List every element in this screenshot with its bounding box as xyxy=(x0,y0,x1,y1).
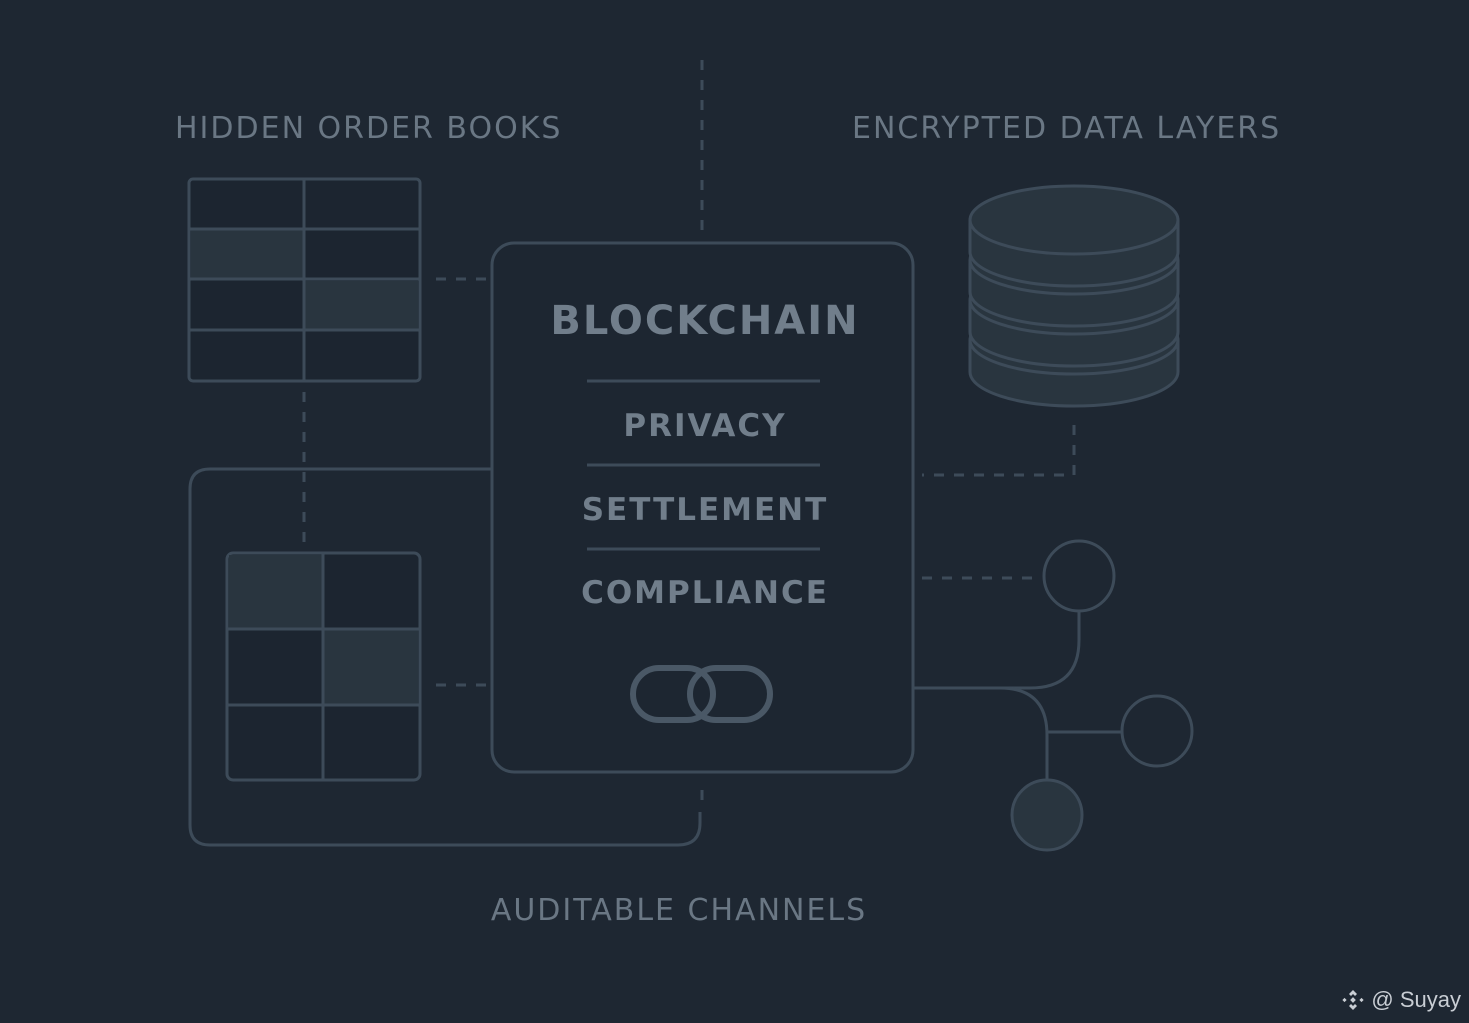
compliance-label: COMPLIANCE xyxy=(581,575,829,611)
privacy-label: PRIVACY xyxy=(623,408,786,444)
auditable-channels-label: AUDITABLE CHANNELS xyxy=(491,893,867,928)
chain-link-icon xyxy=(630,665,773,723)
hidden-order-book-table-2 xyxy=(225,551,422,782)
binance-logo-icon xyxy=(1342,990,1365,1010)
watermark-text: @ Suyay xyxy=(1371,987,1461,1012)
database-icon xyxy=(968,184,1180,408)
network-nodes xyxy=(913,539,1194,852)
watermark: @ Suyay xyxy=(1341,987,1461,1013)
auditable-channel-path xyxy=(188,467,702,847)
settlement-label: SETTLEMENT xyxy=(582,492,829,528)
encrypted-data-layers-label: ENCRYPTED DATA LAYERS xyxy=(852,111,1281,146)
node-circle xyxy=(1042,539,1116,613)
hidden-order-books-label: HIDDEN ORDER BOOKS xyxy=(175,111,562,146)
database-connector xyxy=(922,425,1076,477)
blockchain-title: BLOCKCHAIN xyxy=(550,298,859,344)
hidden-order-book-table-1 xyxy=(187,177,422,383)
node-circle xyxy=(1120,694,1194,768)
node-circle xyxy=(1010,778,1084,852)
blockchain-box xyxy=(490,241,915,774)
